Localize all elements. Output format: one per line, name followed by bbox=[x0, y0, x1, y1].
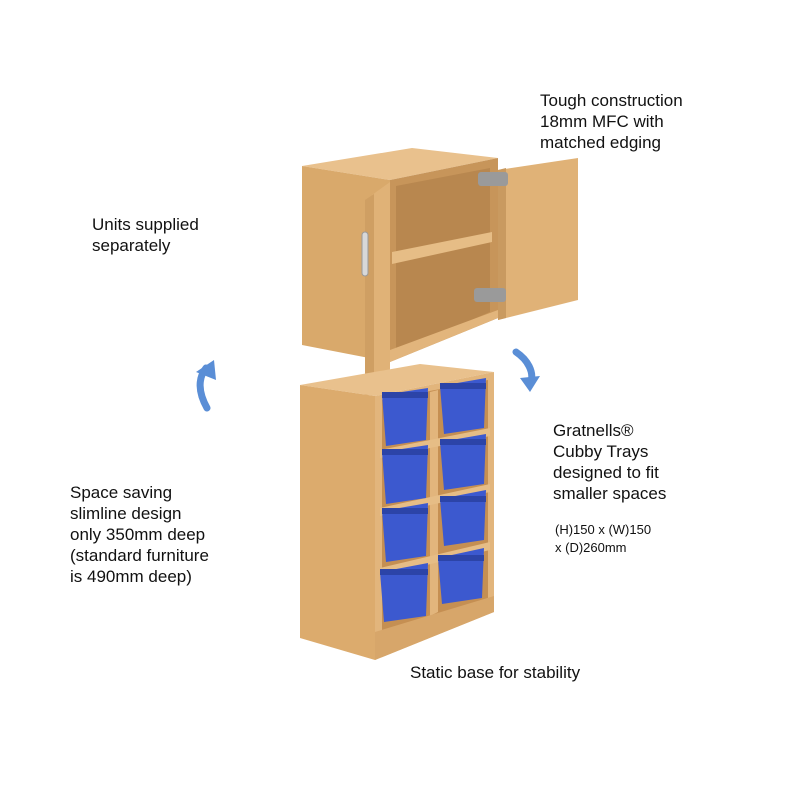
space-saving-caption: Space saving slimline design only 350mm … bbox=[70, 483, 209, 586]
units-caption: Units supplied separately bbox=[92, 215, 199, 255]
tray bbox=[380, 563, 428, 622]
tray bbox=[382, 388, 428, 446]
curved-arrow-up-icon bbox=[196, 360, 216, 412]
trays-caption: Gratnells® Cubby Trays designed to fit s… bbox=[553, 421, 667, 503]
tray bbox=[382, 445, 428, 504]
curved-arrow-down-icon bbox=[512, 348, 540, 392]
left-door bbox=[372, 182, 390, 392]
tray bbox=[440, 434, 486, 490]
cubby-trays bbox=[380, 378, 486, 622]
tray bbox=[382, 503, 428, 562]
right-door bbox=[498, 158, 578, 320]
top-cupboard bbox=[302, 148, 578, 398]
tray bbox=[440, 378, 486, 434]
tray bbox=[440, 490, 486, 546]
base-caption: Static base for stability bbox=[410, 663, 581, 682]
construction-caption: Tough construction 18mm MFC with matched… bbox=[540, 91, 683, 152]
door-handle-icon bbox=[361, 231, 369, 277]
tray bbox=[438, 548, 484, 604]
tray-dimensions-caption: (H)150 x (W)150 x (D)260mm bbox=[555, 522, 652, 555]
hinge-icon bbox=[474, 172, 508, 302]
